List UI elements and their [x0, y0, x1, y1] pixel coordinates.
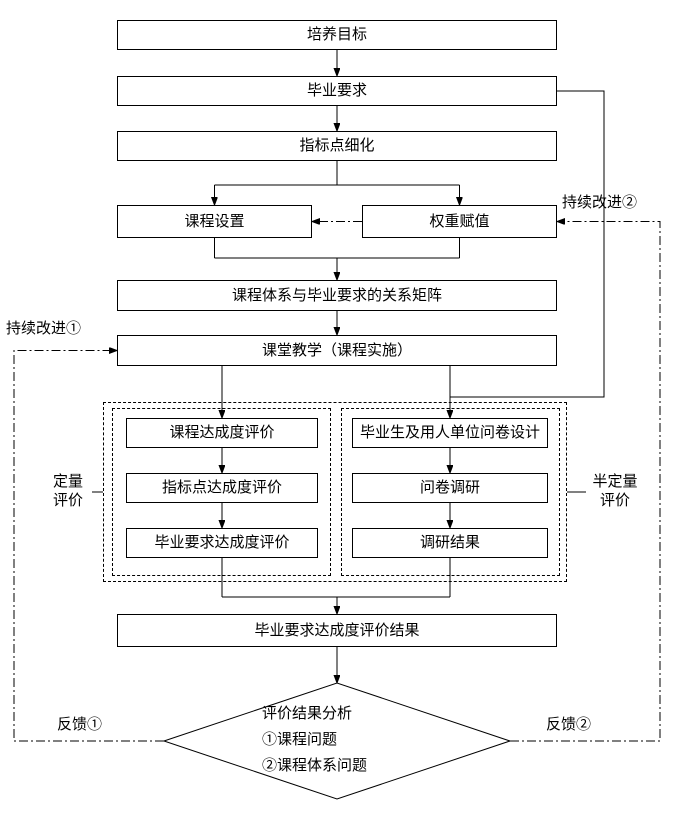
node-label: 毕业生及用人单位问卷设计 — [359, 425, 540, 441]
solid-connectors — [92, 50, 605, 683]
label-continuous-improvement-1: 持续改进① — [6, 321, 82, 337]
node-label: 毕业要求达成度评价 — [154, 535, 290, 551]
connector-requirements-branch — [450, 90, 605, 398]
feedback-loop-2 — [510, 222, 661, 742]
label-feedback-1: 反馈① — [57, 717, 103, 733]
decision-item-1: ①课程问题 — [262, 732, 338, 748]
node-course-achievement-eval: 课程达成度评价 — [126, 418, 318, 448]
node-questionnaire-design: 毕业生及用人单位问卷设计 — [352, 418, 548, 448]
node-graduation-achievement-eval: 毕业要求达成度评价 — [126, 528, 318, 558]
node-label: 培养目标 — [306, 27, 367, 43]
node-label: 毕业要求 — [306, 83, 367, 99]
node-label: 课程达成度评价 — [169, 425, 275, 441]
label-semi-quantitative-eval: 半定量 评价 — [592, 474, 638, 509]
node-questionnaire-survey: 问卷调研 — [352, 473, 548, 503]
node-graduation-requirements: 毕业要求 — [117, 76, 557, 106]
decision-diamond-shape — [162, 682, 512, 800]
node-course-setup: 课程设置 — [117, 205, 312, 238]
node-label: 权重赋值 — [429, 213, 490, 230]
node-label: 课程设置 — [184, 213, 245, 230]
label-feedback-2: 反馈② — [546, 717, 592, 733]
node-label: 指标点细化 — [299, 138, 375, 154]
node-indicator-refinement: 指标点细化 — [117, 131, 557, 161]
node-indicator-achievement-eval: 指标点达成度评价 — [126, 473, 318, 503]
node-label: 问卷调研 — [419, 480, 480, 496]
label-continuous-improvement-2: 持续改进② — [562, 195, 638, 211]
node-label: 调研结果 — [419, 535, 480, 551]
quantitative-eval-container — [112, 408, 331, 576]
decision-diamond-text: 评价结果分析 ①课程问题 ②课程体系问题 — [262, 701, 367, 779]
decision-title: 评价结果分析 — [262, 706, 353, 722]
label-quantitative-eval: 定量 评价 — [52, 474, 83, 509]
node-label: 课堂教学（课程实施） — [261, 342, 412, 359]
node-label: 课程体系与毕业要求的关系矩阵 — [231, 287, 442, 304]
node-relation-matrix: 课程体系与毕业要求的关系矩阵 — [117, 280, 557, 311]
feedback-connectors — [13, 222, 661, 742]
semi-quantitative-eval-container — [341, 408, 560, 576]
feedback-loop-1 — [13, 351, 164, 742]
evaluation-outer-container — [103, 402, 567, 582]
node-classroom-teaching: 课堂教学（课程实施） — [117, 335, 557, 366]
node-evaluation-result: 毕业要求达成度评价结果 — [117, 614, 557, 647]
node-label: 指标点达成度评价 — [161, 480, 282, 496]
node-label: 毕业要求达成度评价结果 — [254, 622, 420, 639]
node-training-objectives: 培养目标 — [117, 20, 557, 50]
decision-item-2: ②课程体系问题 — [262, 758, 368, 774]
node-survey-result: 调研结果 — [352, 528, 548, 558]
node-weight-assignment: 权重赋值 — [362, 205, 557, 238]
